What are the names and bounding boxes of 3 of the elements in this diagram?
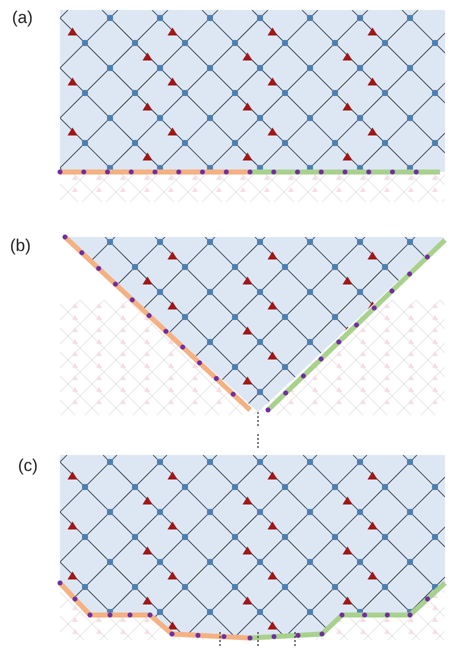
panel-label: (c)	[18, 456, 38, 476]
panel-label: (a)	[12, 8, 33, 28]
panel-label: (b)	[10, 236, 31, 256]
